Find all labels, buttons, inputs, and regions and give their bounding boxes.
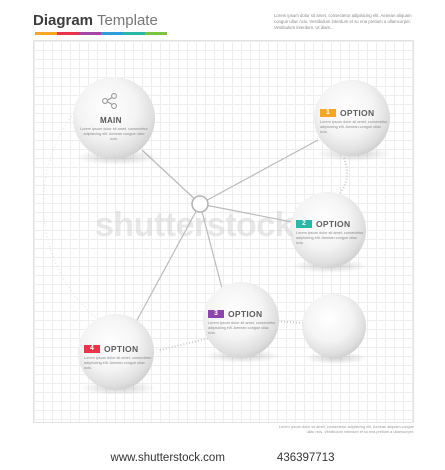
option-2-sphere [290, 192, 366, 268]
option-2-description: Lorem ipsum dolor sit amet, consectetur … [296, 231, 364, 245]
option-1-description: Lorem ipsum dolor sit amet, consectetur … [320, 120, 388, 134]
option-4-description: Lorem ipsum dolor sit amet, consectetur … [84, 356, 152, 370]
option-3-number: 3 [208, 310, 224, 318]
source-bar: www.shutterstock.com 436397713 [0, 446, 445, 470]
color-swatch [123, 32, 145, 35]
main-label: MAIN [100, 116, 122, 125]
option-4-sphere [78, 314, 154, 390]
option-1-label: OPTION [340, 108, 375, 118]
option-2-number: 2 [296, 220, 312, 228]
footer-description: Lorem ipsum dolor sit amet, consectetur … [278, 425, 414, 434]
share-icon [102, 93, 117, 109]
header-description: Lorem ipsum dolor sit amet, consectetur … [274, 13, 412, 30]
connector-line [199, 203, 225, 297]
diagram-title: Diagram Template [33, 12, 158, 29]
option-1-sphere [314, 80, 390, 156]
option-1-heading: 1 OPTION [320, 108, 374, 118]
main-description: Lorem ipsum dolor sit amet, consectetur … [80, 127, 148, 141]
dotted-connector [337, 157, 348, 197]
option-4-label: OPTION [104, 344, 139, 354]
color-swatch [79, 32, 101, 35]
option-3-description: Lorem ipsum dolor sit amet, consectetur … [208, 321, 276, 335]
option-4-number: 4 [84, 345, 100, 353]
color-bar [35, 32, 167, 35]
sphere-shadow [304, 352, 368, 364]
image-id: 436397713 [276, 452, 335, 464]
option-2-heading: 2 OPTION [296, 219, 350, 229]
watermark: shutterstock [95, 206, 294, 244]
connector-line [135, 203, 201, 323]
option-1-number: 1 [320, 109, 336, 117]
color-swatch [101, 32, 123, 35]
option-3-sphere [203, 282, 279, 358]
connector-line [199, 203, 293, 223]
option-4-heading: 4 OPTION [84, 344, 138, 354]
main-sphere [73, 77, 155, 159]
dotted-connector [159, 337, 211, 351]
source-url: www.shutterstock.com [110, 452, 225, 464]
title-bold: Diagram [33, 12, 94, 29]
empty-sphere [302, 294, 366, 358]
title-light: Template [96, 12, 158, 29]
connector-line [199, 139, 319, 205]
option-3-label: OPTION [228, 309, 263, 319]
option-3-heading: 3 OPTION [208, 309, 262, 319]
option-2-label: OPTION [316, 219, 351, 229]
color-swatch [35, 32, 57, 35]
hub-node [191, 195, 209, 213]
color-swatch [145, 32, 167, 35]
color-swatch [57, 32, 79, 35]
